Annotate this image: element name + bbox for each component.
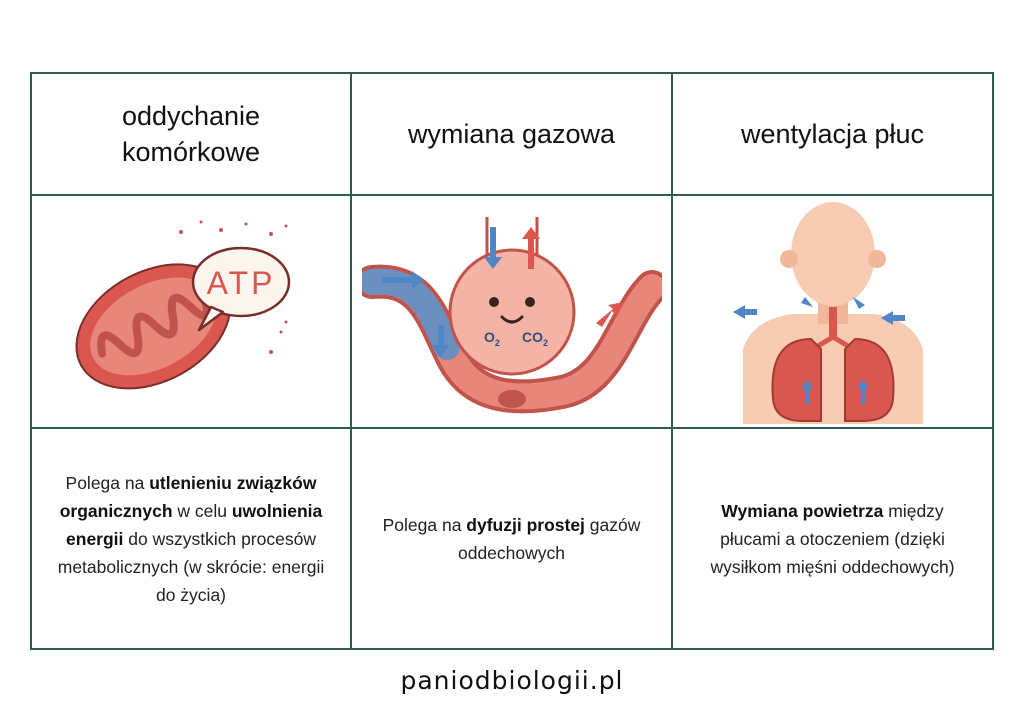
alveolus-capillary-illustration: O2 CO2 xyxy=(361,216,662,413)
description-text-lung-ventilation: Wymiana powietrza między płucami a otocz… xyxy=(710,500,955,577)
co2-label: CO2 xyxy=(522,329,548,348)
atp-bubble: ATP xyxy=(191,246,291,331)
description-text-cellular-respiration: Polega na utlenieniu związków organiczny… xyxy=(57,472,325,605)
header-text-lung-ventilation: wentylacja płuc xyxy=(740,119,925,149)
torso-lungs-illustration xyxy=(732,202,923,424)
description-text-gas-exchange: Polega na dyfuzji prostej gazów oddechow… xyxy=(382,514,641,563)
illustration-cell-gas-exchange: O2 CO2 xyxy=(352,196,673,429)
header-lung-ventilation: wentylacja płuc xyxy=(673,74,992,196)
atp-label: ATP xyxy=(207,265,276,301)
mitochondrion-illustration: ATP xyxy=(75,220,291,389)
header-text-gas-exchange: wymiana gazowa xyxy=(407,119,616,149)
description-cellular-respiration: Polega na utlenieniu związków organiczny… xyxy=(32,429,352,648)
description-gas-exchange: Polega na dyfuzji prostej gazów oddechow… xyxy=(352,429,673,648)
comparison-table: oddychanie komórkowe wymiana gazowa went… xyxy=(30,72,994,650)
illustration-cell-mitochondrion: ATP xyxy=(32,196,352,429)
illustration-cell-ventilation xyxy=(673,196,992,429)
o2-label: O2 xyxy=(484,329,500,348)
blue-arrow-icons xyxy=(381,226,502,357)
red-arrow-icons xyxy=(521,226,624,327)
header-cellular-respiration: oddychanie komórkowe xyxy=(32,74,352,196)
footer-website: paniodbiologii.pl xyxy=(400,666,624,695)
header-text-cellular-respiration: oddychanie komórkowe xyxy=(121,101,261,167)
description-lung-ventilation: Wymiana powietrza między płucami a otocz… xyxy=(673,429,992,648)
right-lung xyxy=(843,337,895,422)
header-gas-exchange: wymiana gazowa xyxy=(352,74,673,196)
red-blood-cell xyxy=(497,389,526,408)
airflow-arrow-icons xyxy=(732,297,905,404)
